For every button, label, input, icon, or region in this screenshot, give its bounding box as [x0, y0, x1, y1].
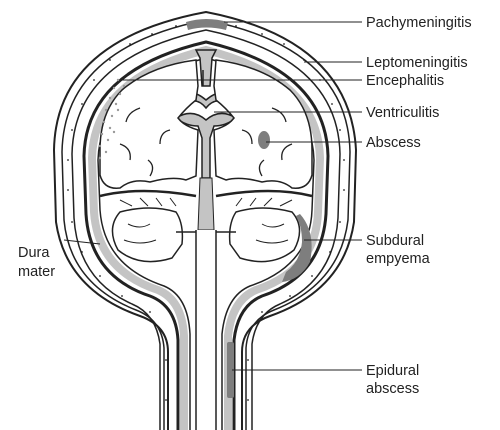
encephalitis-dots [98, 78, 126, 160]
label-ventriculitis: Ventriculitis [366, 105, 439, 121]
label-epidural-line2: abscess [366, 381, 419, 397]
leader-lines [63, 21, 362, 371]
label-subdural-line1: Subdural [366, 233, 424, 249]
spinal-cord [176, 230, 236, 430]
spinal-cord-core [196, 230, 216, 430]
label-leptomeningitis: Leptomeningitis [366, 55, 468, 71]
leader-dura-mater [63, 239, 101, 245]
cerebellar-folia [119, 197, 293, 244]
label-dura-line1: Dura [18, 245, 50, 261]
tentorium [99, 189, 313, 198]
label-subdural-line2: empyema [366, 251, 431, 267]
label-dura-line2: mater [18, 264, 55, 280]
brainstem-canal [197, 177, 215, 231]
scalp-outline [52, 10, 358, 430]
labels: Pachymeningitis Leptomeningitis Encephal… [18, 15, 472, 397]
epidural-abscess-lesion [227, 342, 234, 398]
scalp-speckles [67, 25, 345, 401]
right-cerebellum [228, 207, 301, 263]
left-hemisphere [99, 59, 199, 189]
skull-inner [71, 29, 341, 430]
falx-cerebri [194, 49, 218, 87]
left-cerebellum [111, 207, 184, 263]
subdural-empyema-lesion [282, 214, 312, 282]
label-pachymeningitis: Pachymeningitis [366, 15, 472, 31]
right-hemisphere [213, 59, 313, 189]
abscess-lesion [258, 131, 270, 149]
label-abscess: Abscess [366, 135, 421, 151]
dura-mater [82, 40, 330, 430]
cerebrum [99, 59, 313, 189]
sulci [119, 107, 293, 177]
cerebellum [111, 207, 301, 263]
label-encephalitis: Encephalitis [366, 73, 444, 89]
label-epidural-line1: Epidural [366, 363, 419, 379]
pachymeningitis-lesion [186, 19, 228, 30]
